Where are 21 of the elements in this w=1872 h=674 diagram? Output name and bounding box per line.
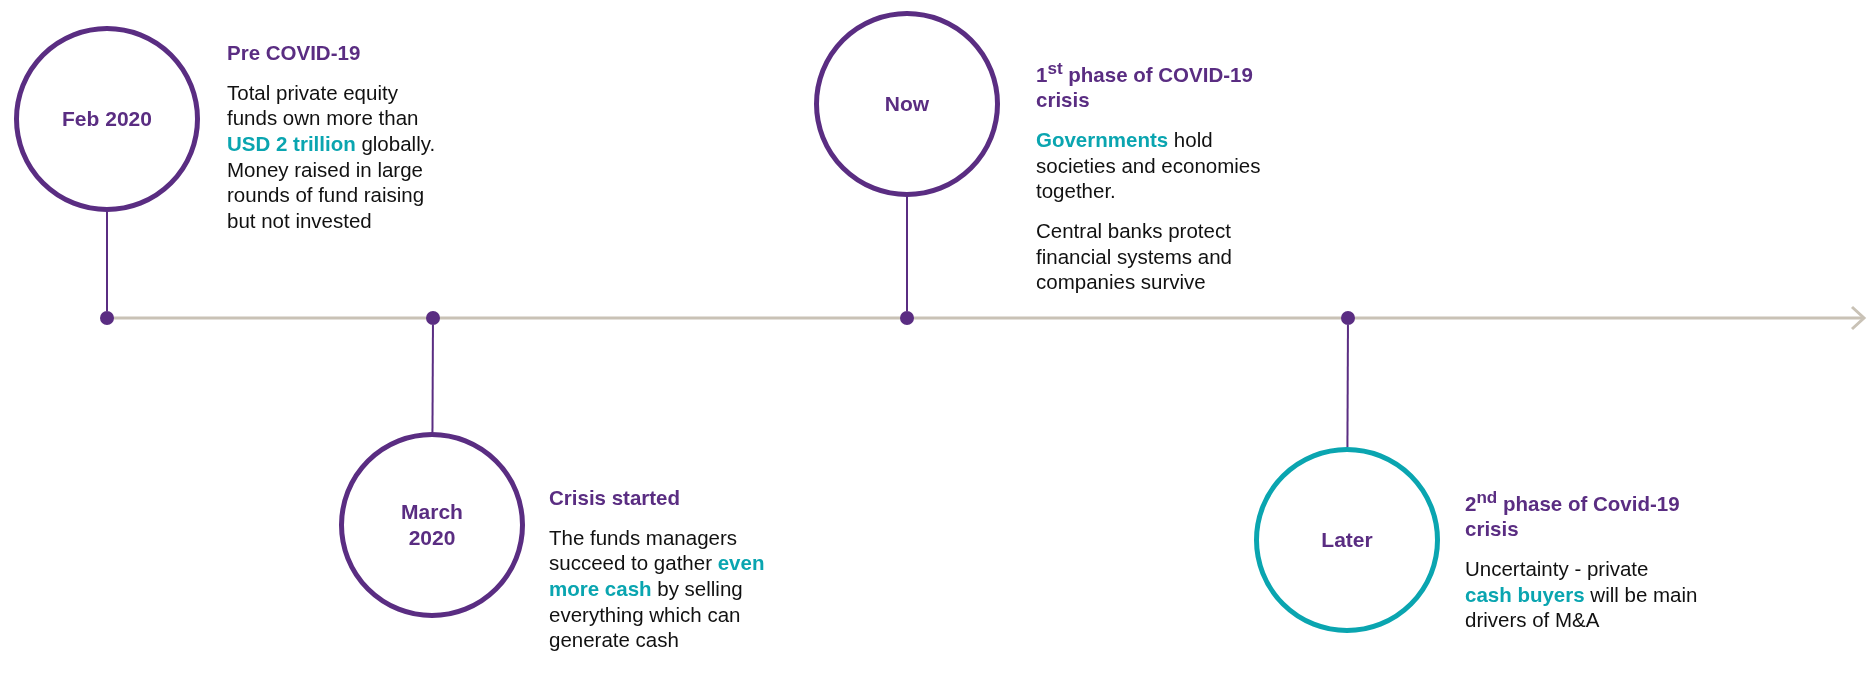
date-label: Now xyxy=(884,90,930,117)
connector-line xyxy=(1346,324,1349,448)
milestone-heading: Pre COVID-19 xyxy=(227,40,362,66)
milestone-description: Governments hold societies and economies together. xyxy=(1036,127,1262,204)
date-label: March 2020 xyxy=(400,498,464,551)
milestone-description: Total private equity funds own more than USD 2 trillion globally. Money raised in large rounds of fund raising but not invested xyxy=(227,79,437,234)
connector-line xyxy=(431,324,434,433)
date-label: Feb 2020 xyxy=(62,105,152,132)
milestone-heading: 1$^{st}$ phase of COVID-19 crisis xyxy=(1036,58,1254,114)
date-label: Later xyxy=(1321,526,1373,553)
timeline-dot xyxy=(100,311,114,325)
connector-line xyxy=(906,196,908,312)
milestone-description: Central banks protect financial systems and companies survive xyxy=(1036,217,1233,295)
timeline-dot xyxy=(426,311,440,325)
timeline-dot xyxy=(900,311,914,325)
milestone-heading: 2$^{nd}$ phase of Covid-19 crisis xyxy=(1465,487,1681,543)
connector-line xyxy=(106,211,108,312)
milestone-description: Uncertainty - private cash buyers will be main drivers of M&A xyxy=(1465,556,1699,633)
milestone-heading: Crisis started xyxy=(549,485,682,511)
timeline-dot xyxy=(1341,311,1355,325)
milestone-description: The funds managers succeed to gather even more cash by selling everything which can generate cash xyxy=(549,524,766,653)
